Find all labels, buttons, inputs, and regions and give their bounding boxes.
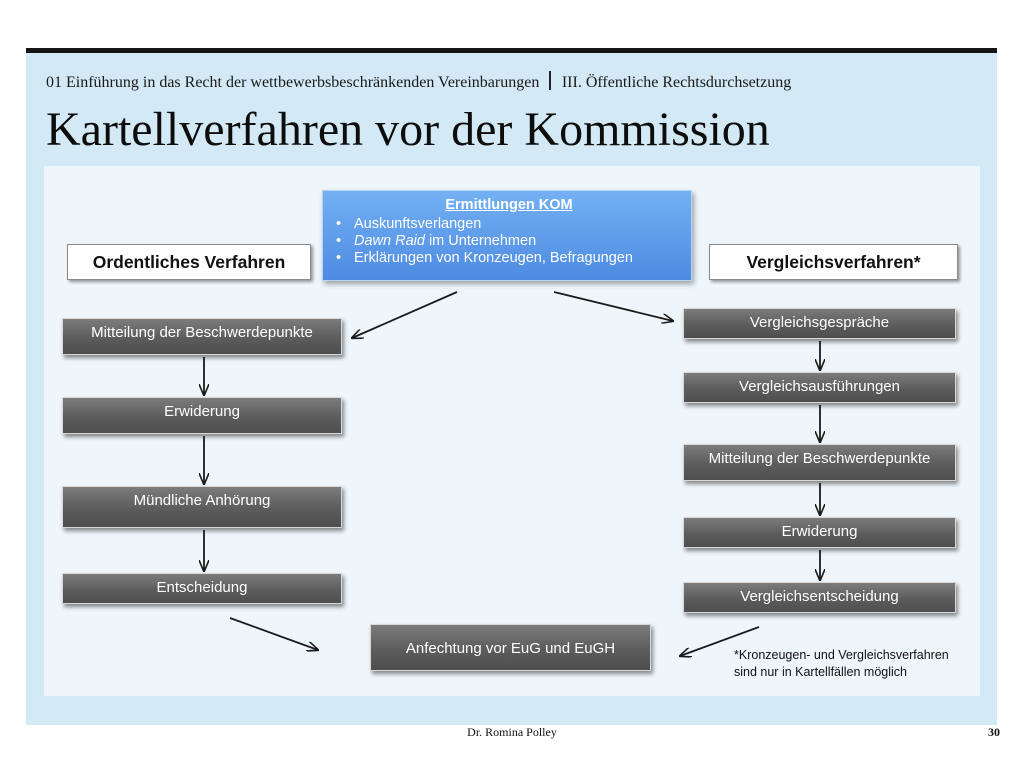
ordinary-step-hearing: Mündliche Anhörung (62, 486, 342, 528)
investigation-item: Auskunftsverlangen (335, 216, 683, 233)
investigation-list: Auskunftsverlangen Dawn Raid im Unterneh… (335, 216, 683, 267)
ordinary-step-decision: Entscheidung (62, 573, 342, 604)
investigation-box: Ermittlungen KOM Auskunftsverlangen Dawn… (322, 190, 692, 281)
settlement-step-objections: Mitteilung der Beschwerdepunkte (683, 444, 956, 481)
footer-author: Dr. Romina Polley (467, 725, 557, 739)
settlement-step-talks: Vergleichsgespräche (683, 308, 956, 339)
appeal-box: Anfechtung vor EuG und EuGH (370, 624, 651, 671)
settlement-step-reply: Erwiderung (683, 517, 956, 548)
footnote-line-2: sind nur in Kartellfällen möglich (734, 665, 908, 679)
breadcrumb-section: 01 Einführung in das Recht der wettbewer… (46, 74, 540, 91)
settlement-step-submissions: Vergleichsausführungen (683, 372, 956, 403)
investigation-item: Dawn Raid im Unternehmen (335, 233, 683, 250)
page-title: Kartellverfahren vor der Kommission (46, 103, 770, 156)
breadcrumb-subsection: III. Öffentliche Rechtsdurchsetzung (561, 74, 792, 91)
ordinary-step-reply: Erwiderung (62, 397, 342, 434)
investigation-item: Erklärungen von Kronzeugen, Befragungen (335, 250, 683, 267)
ordinary-step-objections: Mitteilung der Beschwerdepunkte (62, 318, 342, 355)
breadcrumb-separator (549, 71, 551, 90)
ordinary-procedure-label: Ordentliches Verfahren (67, 244, 311, 280)
breadcrumb: 01 Einführung in das Recht der wettbewer… (46, 71, 791, 92)
footnote-line-1: *Kronzeugen- und Vergleichsverfahren (734, 648, 949, 662)
settlement-step-decision: Vergleichsentscheidung (683, 582, 956, 613)
footnote: *Kronzeugen- und Vergleichsverfahren sin… (734, 647, 949, 681)
page-number: 30 (988, 725, 1000, 739)
dawn-raid-term: Dawn Raid (354, 233, 425, 249)
settlement-procedure-label: Vergleichsverfahren* (709, 244, 958, 280)
investigation-title: Ermittlungen KOM (445, 197, 573, 213)
